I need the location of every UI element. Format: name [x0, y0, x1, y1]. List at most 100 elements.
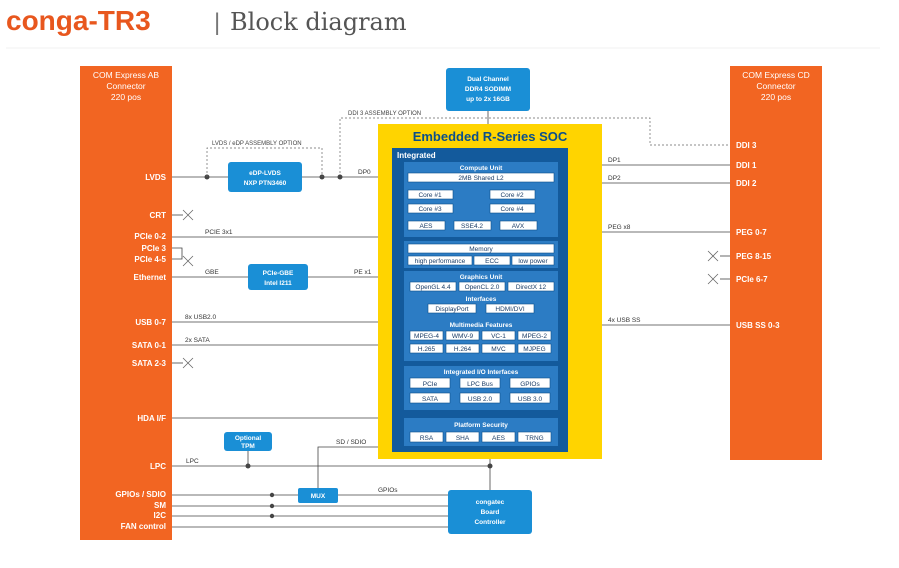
pin-sata-0-1: SATA 0-1 — [132, 341, 167, 350]
codec-wmv-9-cell — [445, 330, 480, 341]
bc-box-line-1: congatec — [476, 499, 505, 506]
io-gpios-label: GPIOs — [520, 381, 540, 388]
gbe-box-line-2: Intel I211 — [264, 280, 292, 287]
platform-security-title: Platform Security — [454, 422, 508, 429]
pin-fan-control: FAN control — [121, 522, 166, 531]
pin-sata-2-3: SATA 2-3 — [132, 359, 167, 368]
core-2-cell — [489, 189, 536, 200]
gbe-label: GBE — [205, 269, 219, 276]
io-gpios-cell — [509, 377, 551, 389]
pin-peg-8-15: PEG 8-15 — [736, 252, 772, 261]
aes-label: AES — [419, 223, 433, 230]
security-aes-label: AES — [492, 435, 506, 442]
compute-unit-title: Compute Unit — [460, 165, 503, 172]
directx-cell — [507, 281, 555, 292]
memory-low-power-label: low power — [518, 258, 548, 265]
dp0-label: DP0 — [358, 169, 371, 176]
right-connector — [730, 66, 822, 460]
title-separator: | — [214, 9, 220, 36]
memory-box-line-1: Dual Channel — [467, 76, 509, 83]
io-usb-2-0-label: USB 2.0 — [468, 396, 493, 403]
mux-box — [298, 488, 338, 503]
pin-ethernet: Ethernet — [134, 273, 167, 282]
opencl-cell — [458, 281, 506, 292]
lvds-option-label: LVDS / eDP ASSEMBLY OPTION — [212, 141, 302, 147]
hdmi-dvi-cell — [485, 303, 535, 314]
sata2-label: 2x SATA — [185, 337, 210, 344]
pin-pcie-4-5: PCIe 4-5 — [134, 255, 166, 264]
security-rsa-label: RSA — [420, 435, 434, 442]
bc-box-line-3: Controller — [474, 519, 506, 526]
codec-mvc-cell — [481, 343, 516, 354]
optional-tpm-box — [224, 432, 272, 451]
io-sata-label: SATA — [422, 396, 439, 403]
pin-ddi-3: DDI 3 — [736, 141, 757, 150]
io-pcie-label: PCIe — [423, 381, 438, 388]
memory-box-line-3: up to 2x 16GB — [466, 96, 510, 103]
opengl-cell — [409, 281, 457, 292]
avx-cell — [499, 220, 538, 231]
mux-label: MUX — [311, 493, 326, 500]
codec-mpeg-2-cell — [517, 330, 552, 341]
pin-peg-0-7: PEG 0-7 — [736, 228, 767, 237]
pin-ddi-2: DDI 2 — [736, 179, 757, 188]
codec-wmv-9-label: WMV-9 — [452, 333, 474, 340]
memory-title-cell — [407, 243, 555, 254]
core-1-label: Core #1 — [418, 192, 442, 199]
ddi3-option-label: DDI 3 ASSEMBLY OPTION — [348, 111, 421, 117]
security-sha-label: SHA — [456, 435, 470, 442]
security-aes-cell — [481, 431, 516, 443]
pin-usb-0-7: USB 0-7 — [135, 318, 166, 327]
pin-gpios-sdio: GPIOs / SDIO — [115, 490, 166, 499]
codec-h-264-cell — [445, 343, 480, 354]
io-usb-3-0-label: USB 3.0 — [518, 396, 543, 403]
core-3-label: Core #3 — [418, 206, 442, 213]
codec-mjpeg-label: MJPEG — [523, 346, 545, 353]
l2-cache-cell — [407, 172, 555, 183]
gpios-label: GPIOs — [378, 487, 398, 494]
pin-ddi-1: DDI 1 — [736, 161, 757, 170]
board-controller-box — [448, 490, 532, 534]
pin-hda-i-f: HDA I/F — [137, 414, 166, 423]
left-connector-title-1: COM Express AB — [93, 70, 159, 80]
security-trng-cell — [517, 431, 552, 443]
codec-mpeg-4-cell — [409, 330, 444, 341]
security-sha-cell — [445, 431, 480, 443]
pin-pcie-0-2: PCIe 0-2 — [134, 232, 166, 241]
left-connector — [80, 66, 172, 540]
soc-title: Embedded R-Series SOC — [413, 129, 568, 144]
usb2-label: 8x USB2.0 — [185, 314, 216, 321]
io-sata-cell — [409, 392, 451, 404]
pin-usb-ss-0-3: USB SS 0-3 — [736, 321, 780, 330]
gbe-box-line-1: PCIe-GBE — [263, 270, 294, 277]
io-lpc-bus-label: LPC Bus — [467, 381, 493, 388]
opengl-label: OpenGL 4.4 — [415, 284, 451, 291]
ddi3-option-dashed — [339, 117, 730, 177]
opencl-label: OpenCL 2.0 — [465, 284, 500, 291]
brand-title: conga-TR3 — [6, 5, 151, 36]
pcie3-loop — [172, 247, 183, 260]
codec-h-265-cell — [409, 343, 444, 354]
pegx8-label: PEG x8 — [608, 224, 631, 231]
memory-box-line-2: DDR4 SODIMM — [465, 86, 511, 93]
tpm-box-line-2: TPM — [241, 443, 255, 450]
dp1-label: DP1 — [608, 157, 621, 164]
hdmi-dvi-label: HDMI/DVI — [495, 306, 524, 313]
lpc-label: LPC — [186, 458, 199, 465]
codec-mjpeg-cell — [517, 343, 552, 354]
left-connector-title-3: 220 pos — [111, 92, 141, 102]
security-rsa-cell — [409, 431, 444, 443]
displayport-cell — [427, 303, 477, 314]
integrated-label: Integrated — [397, 151, 436, 160]
dp2-label: DP2 — [608, 175, 621, 182]
pcie3x1-label: PCIE 3x1 — [205, 229, 233, 236]
pin-sm: SM — [154, 501, 166, 510]
io-usb-2-0-cell — [459, 392, 501, 404]
bc-box-line-2: Board — [481, 509, 500, 516]
usbss4-label: 4x USB SS — [608, 317, 641, 324]
